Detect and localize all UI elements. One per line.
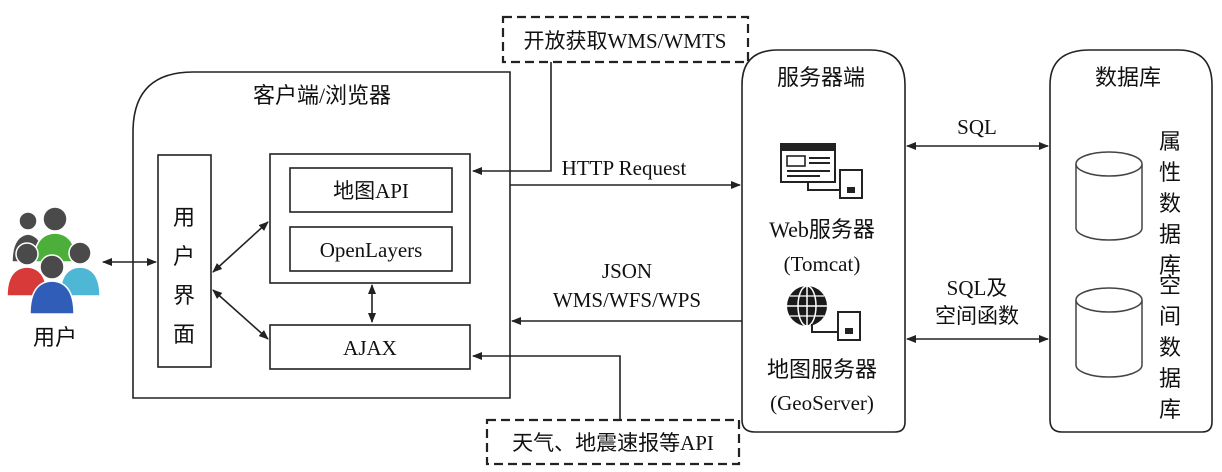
ajax-label: AJAX xyxy=(343,336,397,360)
svg-text:用: 用 xyxy=(173,205,195,230)
open-access-arrow xyxy=(472,62,552,175)
third-party-api-arrow xyxy=(472,352,621,420)
web-server-icon xyxy=(780,143,863,199)
user-label: 用户 xyxy=(33,325,77,350)
openlayers-label: OpenLayers xyxy=(320,238,423,262)
sql-label: SQL xyxy=(957,115,997,139)
http-request-label: HTTP Request xyxy=(562,156,687,180)
client-container xyxy=(132,71,511,399)
third-party-api-box xyxy=(485,418,741,466)
ui-maplib-arrow xyxy=(212,221,269,273)
attribute-database-label: 属 性 数 据 库 xyxy=(1159,129,1181,278)
svg-text:户: 户 xyxy=(173,244,195,269)
svg-text:属: 属 xyxy=(1159,129,1181,154)
attribute-database-icon xyxy=(1075,151,1143,241)
server-title: 服务器端 xyxy=(777,65,865,90)
openlayers-box xyxy=(289,226,453,272)
third-party-api-label: 天气、地震速报等API xyxy=(512,431,714,455)
map-server-sublabel: (GeoServer) xyxy=(770,391,874,415)
spatial-database-label: 空 间 数 据 库 xyxy=(1159,273,1181,422)
sql-spatial-label-line2: 空间函数 xyxy=(935,304,1019,328)
response-label-services: WMS/WFS/WPS xyxy=(553,288,701,312)
web-server-label: Web服务器 xyxy=(769,217,875,242)
user-interface-box xyxy=(157,154,212,368)
user-interface-label: 用 户 界 面 xyxy=(173,205,195,347)
svg-text:据: 据 xyxy=(1159,366,1181,391)
map-library-box xyxy=(269,153,471,284)
users-icon xyxy=(6,206,101,315)
svg-text:数: 数 xyxy=(1159,335,1181,360)
svg-text:性: 性 xyxy=(1159,160,1181,185)
database-title: 数据库 xyxy=(1095,65,1161,90)
web-server-sublabel: (Tomcat) xyxy=(784,252,861,276)
svg-text:空: 空 xyxy=(1159,273,1181,298)
map-api-label: 地图API xyxy=(333,179,409,203)
svg-text:库: 库 xyxy=(1159,397,1181,422)
map-server-label: 地图服务器 xyxy=(767,357,877,382)
spatial-database-icon xyxy=(1075,287,1143,378)
svg-text:据: 据 xyxy=(1159,222,1181,247)
map-api-box xyxy=(289,167,453,213)
svg-text:界: 界 xyxy=(173,283,195,308)
open-access-box xyxy=(501,15,750,64)
open-access-label: 开放获取WMS/WMTS xyxy=(523,29,726,53)
globe-icon xyxy=(787,285,861,341)
svg-text:库: 库 xyxy=(1159,253,1181,278)
ajax-box xyxy=(269,324,471,370)
svg-text:间: 间 xyxy=(1159,304,1181,329)
client-title: 客户端/浏览器 xyxy=(253,83,391,108)
svg-text:面: 面 xyxy=(173,322,195,347)
response-label-json: JSON xyxy=(602,259,652,283)
server-container xyxy=(741,49,906,433)
sql-spatial-label-line1: SQL及 xyxy=(947,276,1008,300)
ui-ajax-arrow xyxy=(212,289,269,340)
svg-text:数: 数 xyxy=(1159,191,1181,216)
database-container xyxy=(1049,49,1213,433)
